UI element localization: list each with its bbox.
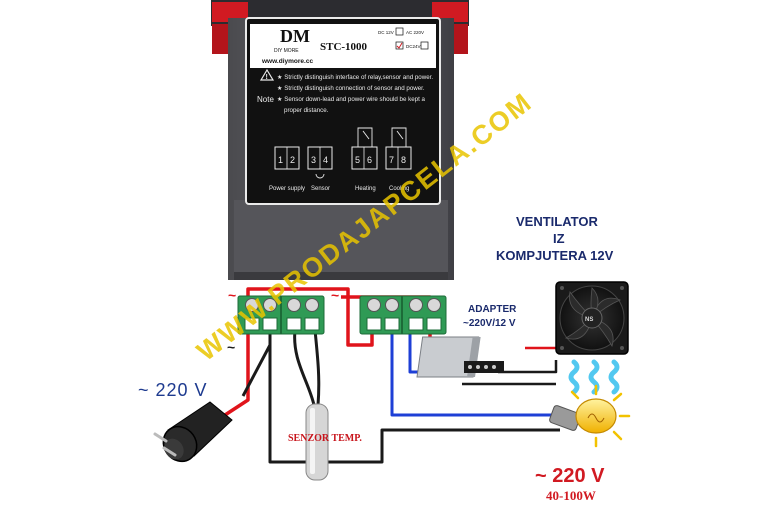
- svg-text:!: !: [266, 74, 268, 81]
- screw-icon: [263, 298, 277, 312]
- tilde-lower: ~: [227, 339, 235, 355]
- power-option-2: AC 220V: [406, 30, 424, 35]
- note-label: Note: [257, 95, 274, 104]
- adapter-label-2: ~220V/12 V: [463, 318, 516, 329]
- tilde-middle: ~: [331, 287, 339, 303]
- screw-icon: [367, 298, 381, 312]
- terminal-7: 7: [389, 155, 394, 165]
- terminal-6: 6: [367, 155, 372, 165]
- warning-icon: [259, 68, 275, 81]
- note-line-3: ★ Sensor down-lead and power wire should…: [277, 96, 426, 103]
- power-option-box-1: [395, 27, 404, 36]
- brand-logo: DM: [280, 26, 310, 46]
- brand-subtitle: DIY MORE: [274, 48, 299, 54]
- mains-label-right: ~ 220 V: [535, 465, 605, 487]
- sensor-symbol-icon: [315, 173, 325, 179]
- fan-title-2: IZ: [553, 231, 565, 246]
- terminal-4: 4: [323, 155, 328, 165]
- terminal-8: 8: [401, 155, 406, 165]
- bulb-power-label: 40-100W: [546, 488, 596, 503]
- terminal-schematic: 1 2 3 4 5 6 7 8 Power supply Sensor Heat…: [269, 127, 412, 192]
- power-option-1: DC 12V: [378, 30, 394, 35]
- mains-label-left: ~ 220 V: [138, 380, 208, 400]
- note-line-1: ★ Strictly distinguish interface of rela…: [277, 74, 433, 81]
- power-plug-icon: [153, 401, 233, 463]
- tilde-left: ~: [228, 287, 236, 303]
- adapter-label-1: ADAPTER: [468, 304, 517, 315]
- fan-title-3: KOMPJUTERA 12V: [496, 248, 614, 263]
- terminal-block-right: [359, 295, 447, 335]
- terminal-block-left: [237, 295, 325, 335]
- screw-icon: [305, 298, 319, 312]
- group-cooling: Cooling: [389, 186, 409, 192]
- power-adapter: ADAPTER ~220V/12 V: [416, 304, 517, 378]
- sensor-label: SENZOR TEMP.: [288, 433, 362, 444]
- note-line-4: proper distance.: [284, 107, 329, 114]
- group-sensor: Sensor: [311, 186, 330, 192]
- screw-icon: [409, 298, 423, 312]
- screw-icon: [245, 298, 259, 312]
- thermostat-controller: DM DIY MORE STC-1000 www.diymore.cc DC 1…: [211, 0, 469, 280]
- computer-fan-icon: NS: [555, 281, 629, 355]
- power-option-box-2: [395, 41, 404, 50]
- screw-icon: [385, 298, 399, 312]
- brand-header: [250, 24, 436, 68]
- terminal-2: 2: [290, 155, 295, 165]
- temperature-sensor: SENZOR TEMP.: [288, 403, 362, 481]
- model-name: STC-1000: [320, 41, 368, 53]
- group-power-supply: Power supply: [269, 186, 305, 192]
- light-bulb-icon: [549, 384, 631, 448]
- checkmark-icon: [396, 42, 403, 49]
- group-heating: Heating: [355, 186, 376, 192]
- fan-title-1: VENTILATOR: [516, 214, 598, 229]
- terminal-3: 3: [311, 155, 316, 165]
- heat-waves-icon: [568, 359, 620, 395]
- website: www.diymore.cc: [261, 58, 313, 65]
- power-option-3: DC24V: [406, 44, 421, 49]
- power-option-box-3: [420, 41, 429, 50]
- screw-icon: [427, 298, 441, 312]
- terminal-1: 1: [278, 155, 283, 165]
- screw-icon: [287, 298, 301, 312]
- terminal-5: 5: [355, 155, 360, 165]
- note-line-2: ★ Strictly distinguish connection of sen…: [277, 85, 425, 92]
- fan-brand: NS: [585, 317, 593, 323]
